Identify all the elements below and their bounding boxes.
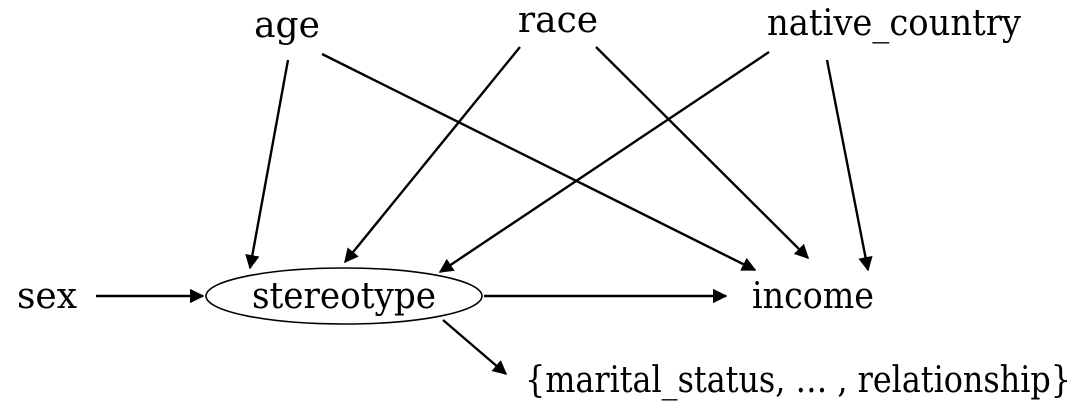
- stereotype-ellipse: [205, 267, 483, 325]
- edge-race-stereotype: [344, 46, 521, 264]
- edge-stereotype-outcomes: [442, 319, 508, 375]
- node-outcomes: {marital_status, … , relationship}: [525, 360, 1071, 401]
- nodes: age race native_country sex stereotype i…: [17, 0, 1071, 401]
- node-income: income: [752, 276, 874, 317]
- node-age: age: [254, 5, 320, 46]
- edge-native-country-stereotype: [438, 51, 770, 273]
- edges: [96, 46, 873, 375]
- edge-age-stereotype: [245, 59, 290, 270]
- edge-native-country-income: [825, 59, 873, 272]
- node-native-country: native_country: [767, 3, 1022, 44]
- edge-race-income: [595, 46, 810, 260]
- node-sex: sex: [17, 276, 77, 317]
- node-race: race: [518, 0, 598, 41]
- edge-age-income: [321, 52, 757, 272]
- node-stereotype: stereotype: [252, 276, 436, 317]
